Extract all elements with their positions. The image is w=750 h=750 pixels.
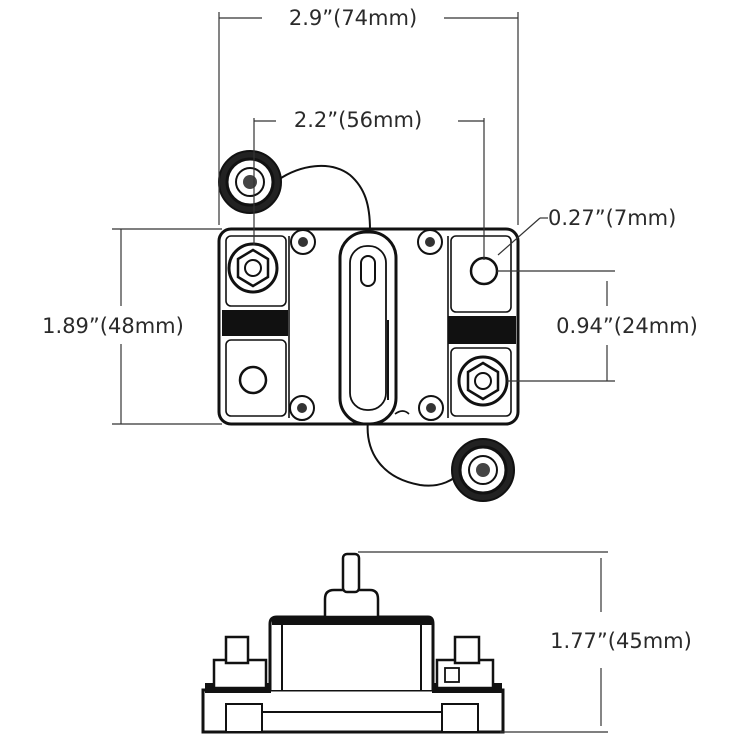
upper-wire — [277, 164, 371, 231]
side-housing — [268, 615, 435, 690]
dim-overall-width — [218, 12, 519, 225]
lower-terminal-cap — [451, 438, 515, 502]
right-upper-pad — [450, 235, 512, 313]
left-lower-pad — [225, 339, 287, 417]
side-reset-lever — [341, 552, 361, 594]
lower-wire — [366, 419, 463, 487]
dim-depth — [358, 551, 608, 733]
mounting-screws — [289, 229, 444, 421]
side-view: 1.77”(45mm) — [201, 551, 692, 734]
dim-hole-diameter-label: 0.27”(7mm) — [548, 206, 676, 230]
dim-hole-diameter — [497, 217, 548, 256]
right-label-band — [448, 316, 516, 344]
dim-overall-height — [112, 228, 222, 425]
dim-depth-label: 1.77”(45mm) — [550, 629, 692, 653]
left-upper-pad — [225, 235, 287, 307]
dim-stud-spacing — [253, 118, 485, 260]
left-terminal-nut — [227, 242, 279, 294]
dim-stud-spacing-label: 2.2”(56mm) — [294, 108, 422, 132]
dim-stud-offset-label: 0.94”(24mm) — [556, 314, 698, 338]
right-lower-pad — [450, 347, 512, 417]
dim-overall-width-label: 2.9”(74mm) — [289, 6, 417, 30]
side-lever-housing — [323, 588, 380, 619]
upper-terminal-cap — [218, 150, 282, 214]
reset-lever — [338, 230, 410, 426]
top-view: 2.9”(74mm) 2.2”(56mm) 0.27”(7mm) 1.89”(4… — [42, 6, 698, 502]
dim-stud-offset — [497, 270, 615, 382]
left-lower-hole — [238, 365, 268, 395]
right-upper-hole — [469, 256, 499, 286]
right-terminal-nut — [457, 355, 509, 407]
left-label-band — [222, 310, 288, 336]
dim-overall-height-label: 1.89”(48mm) — [42, 314, 184, 338]
